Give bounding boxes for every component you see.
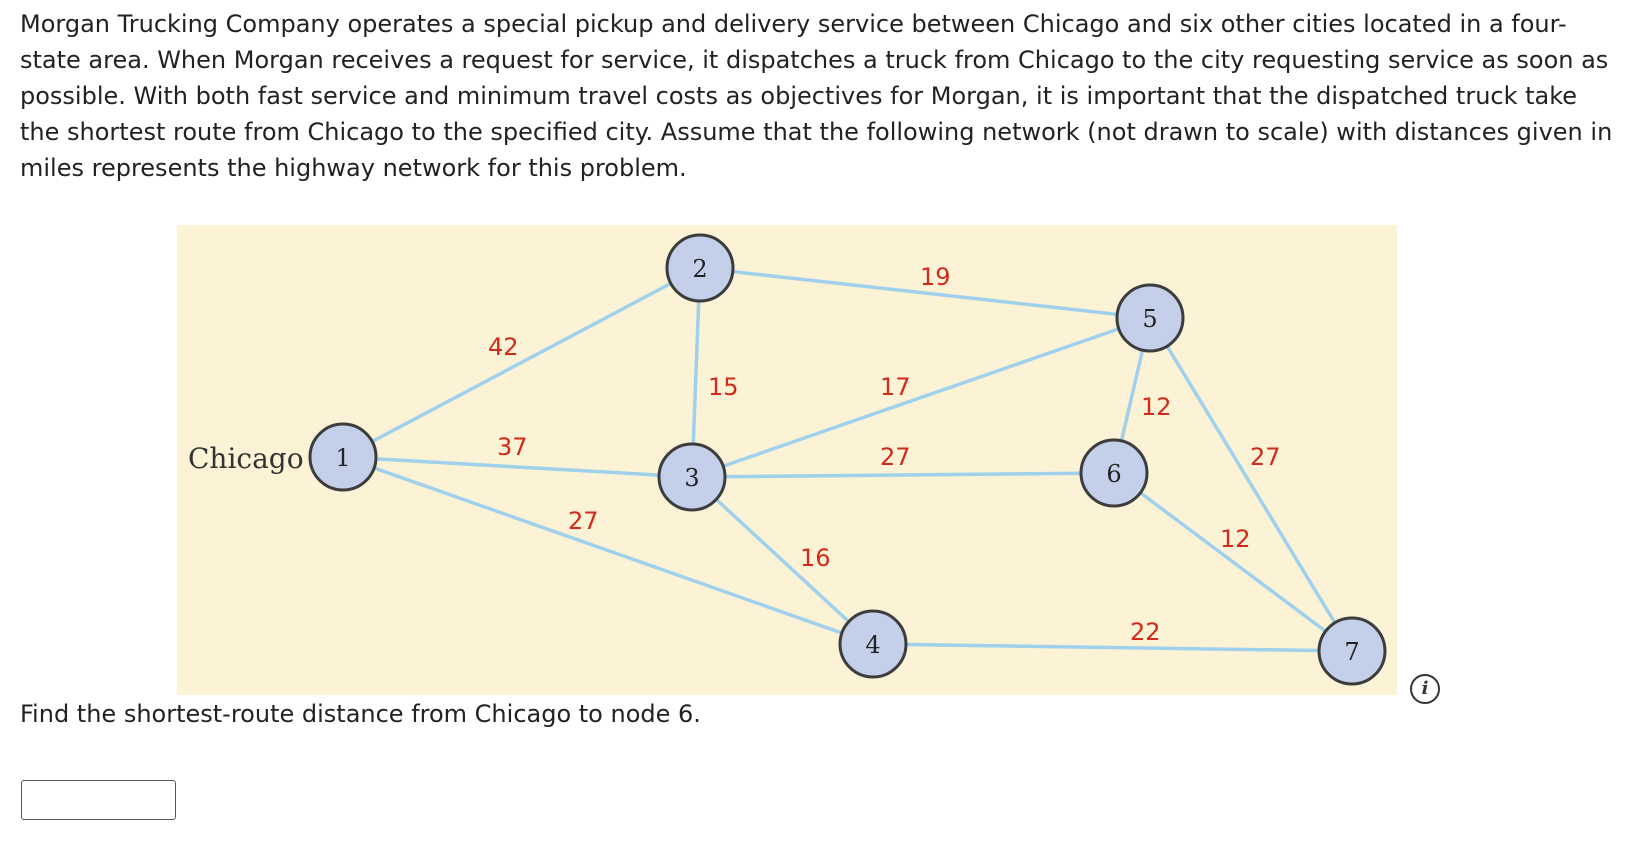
node-7-label: 7 (1344, 638, 1359, 666)
node-2: 2 (665, 233, 735, 303)
node-4: 4 (838, 609, 908, 679)
edge-6-7 (1112, 471, 1354, 653)
weight-2-5: 19 (920, 263, 951, 291)
node-1: 1 (308, 422, 378, 492)
edge-2-5 (699, 266, 1151, 320)
node-6: 6 (1079, 438, 1149, 508)
node-1-label: 1 (335, 444, 350, 472)
node-3-label: 3 (684, 464, 699, 492)
node-5-label: 5 (1142, 305, 1157, 333)
edge-2-3 (690, 267, 702, 478)
node-6-label: 6 (1106, 460, 1121, 488)
answer-input[interactable] (21, 780, 176, 820)
weight-1-3: 37 (497, 433, 528, 461)
weight-5-7: 27 (1250, 443, 1281, 471)
weight-3-5: 17 (880, 373, 911, 401)
problem-statement: Morgan Trucking Company operates a speci… (20, 10, 1613, 182)
edge-1-4 (342, 455, 874, 646)
weight-1-2: 42 (488, 333, 519, 361)
chicago-label: Chicago (188, 442, 304, 475)
info-icon[interactable]: i (1410, 674, 1440, 704)
weight-3-4: 16 (800, 544, 831, 572)
question-text: Find the shortest-route distance from Ch… (20, 700, 701, 728)
node-2-label: 2 (692, 255, 707, 283)
edge-3-4 (690, 475, 875, 646)
weight-4-7: 22 (1130, 618, 1161, 646)
edge-4-7 (872, 642, 1353, 653)
node-5: 5 (1115, 283, 1185, 353)
edge-3-5 (691, 316, 1151, 479)
weight-3-6: 27 (880, 443, 911, 471)
weight-1-4: 27 (568, 507, 599, 535)
node-3: 3 (657, 442, 727, 512)
node-7: 7 (1317, 616, 1387, 686)
edge-1-3 (342, 455, 693, 479)
weight-5-6: 12 (1141, 393, 1172, 421)
edge-1-2 (342, 266, 701, 459)
weight-2-3: 15 (708, 373, 739, 401)
edge-3-6 (691, 471, 1115, 479)
weight-6-7: 12 (1220, 525, 1251, 553)
node-4-label: 4 (865, 631, 880, 659)
edge-5-7 (1148, 317, 1354, 652)
